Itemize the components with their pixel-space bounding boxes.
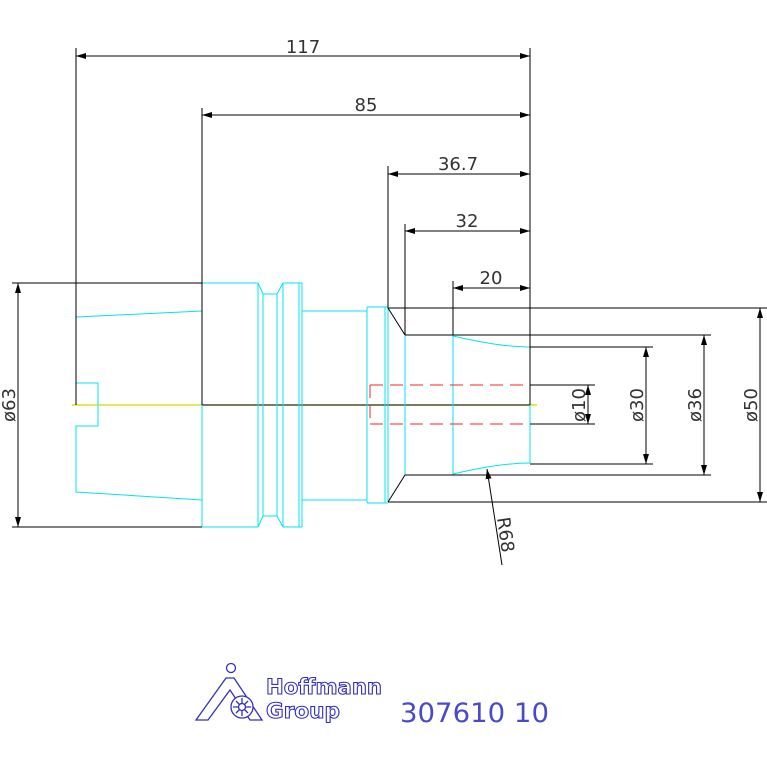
- extension-lines-left: [12, 282, 202, 528]
- dim-label-nose-diameter: ø50: [741, 388, 762, 422]
- radius-curve-bottom: [452, 462, 531, 475]
- logo-figure-icon: [194, 677, 264, 721]
- radius-curve-top: [452, 335, 531, 348]
- dim-label-nose-inner-diameter: ø36: [685, 388, 706, 422]
- extension-lines-vertical: [75, 48, 531, 405]
- dim-label-radius: R68: [492, 516, 518, 554]
- dim-label-length-d: 20: [480, 268, 503, 289]
- dim-label-bore-diameter: ø10: [569, 388, 590, 422]
- flange-outline: [366, 306, 389, 504]
- part-number: 307610 10: [400, 698, 549, 729]
- neck-outline: [302, 310, 367, 501]
- shoulder-outline: [283, 282, 303, 528]
- company-logo: Hoffmann Group: [194, 662, 383, 724]
- dimension-lines: [15, 53, 763, 566]
- groove-outline: [257, 282, 284, 528]
- logo-text-line2: Group: [266, 699, 340, 723]
- dim-label-length-a: 85: [355, 95, 378, 116]
- logo-head-icon: [225, 662, 237, 674]
- dim-label-length-b: 36.7: [438, 154, 478, 175]
- dim-label-length-c: 32: [456, 211, 479, 232]
- body-outline: [201, 282, 259, 528]
- dim-label-inner-diameter: ø30: [627, 388, 648, 422]
- chamfer-lines: [387, 307, 406, 503]
- logo-text-line1: Hoffmann: [266, 675, 382, 699]
- radius-leader: [485, 468, 503, 566]
- dimension-labels: 117 85 36.7 32 20 ø10 ø30 ø36 ø50 ø63 R6…: [0, 37, 762, 554]
- dim-label-flange-diameter: ø63: [0, 388, 20, 422]
- hidden-bore: [369, 384, 530, 425]
- extension-lines-right: [388, 307, 767, 503]
- logo-gear-hub-icon: [237, 702, 247, 712]
- dim-label-overall-length: 117: [286, 37, 320, 58]
- extension-lines: [12, 48, 767, 528]
